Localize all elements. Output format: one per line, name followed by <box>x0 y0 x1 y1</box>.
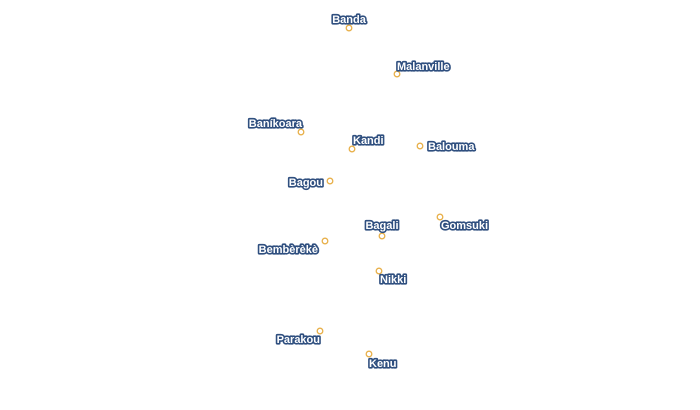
place-label-gomsuki: Gomsuki <box>441 220 488 232</box>
place-label-balouma: Balouma <box>428 141 475 153</box>
place-banikoara[interactable]: Baníkoara <box>247 116 305 136</box>
place-kenu[interactable]: Kenu <box>365 350 398 372</box>
place-label-bembereke: Bembèrèkè <box>259 244 318 256</box>
place-marker-gomsuki[interactable] <box>436 213 444 221</box>
place-marker-balouma[interactable] <box>416 142 424 150</box>
place-label-bagali: Bagali <box>365 220 398 232</box>
place-marker-bembereke[interactable] <box>321 237 329 245</box>
place-balouma[interactable]: Balouma <box>416 139 477 155</box>
place-nikki[interactable]: Nikki <box>375 267 408 288</box>
place-marker-kandi[interactable] <box>348 145 356 153</box>
place-marker-parakou[interactable] <box>316 327 324 335</box>
place-gomsuki[interactable]: Gomsuki <box>436 213 490 234</box>
place-marker-kenu[interactable] <box>365 350 373 358</box>
place-marker-banikoara[interactable] <box>297 128 305 136</box>
place-label-banikoara: Baníkoara <box>249 118 303 130</box>
place-label-kandi: Kandi <box>353 135 384 147</box>
place-label-nikki: Nikki <box>380 274 406 286</box>
place-bagali[interactable]: Bagali <box>364 218 400 240</box>
place-bagou[interactable]: Bagou <box>287 175 334 191</box>
place-marker-malanville[interactable] <box>393 70 401 78</box>
place-parakou[interactable]: Parakou <box>275 327 324 348</box>
place-malanville[interactable]: Malanville <box>393 59 451 78</box>
place-label-malanville: Malanville <box>397 61 450 73</box>
place-bembereke[interactable]: Bembèrèkè <box>257 237 329 258</box>
place-banda[interactable]: Banda <box>331 12 368 32</box>
place-marker-banda[interactable] <box>345 24 353 32</box>
place-label-banda: Banda <box>332 14 367 26</box>
place-kandi[interactable]: Kandi <box>348 133 385 153</box>
place-label-kenu: Kenu <box>369 358 397 370</box>
place-label-parakou: Parakou <box>277 334 320 346</box>
place-marker-nikki[interactable] <box>375 267 383 275</box>
place-marker-bagou[interactable] <box>326 177 334 185</box>
place-label-bagou: Bagou <box>289 177 323 189</box>
place-marker-bagali[interactable] <box>378 232 386 240</box>
